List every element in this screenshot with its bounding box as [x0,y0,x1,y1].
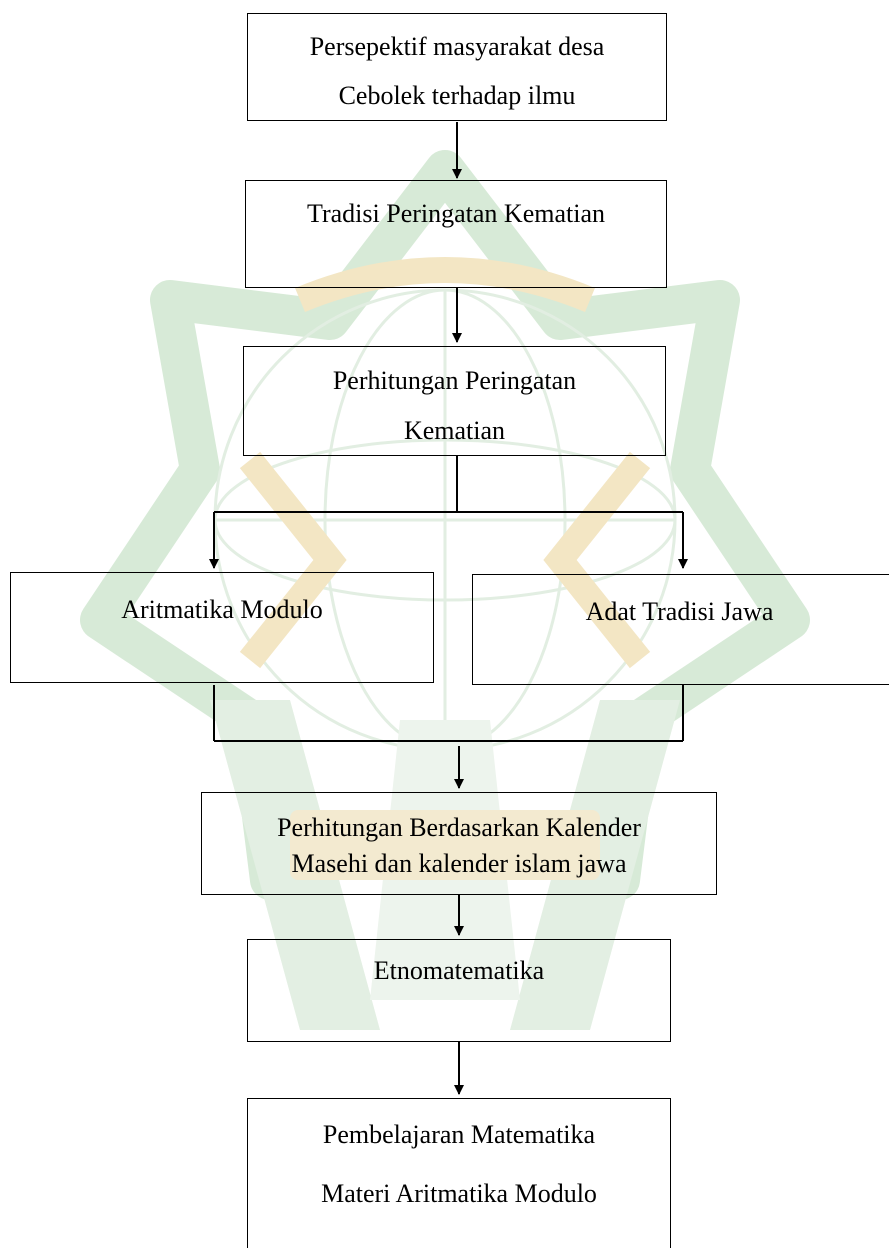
node-perspektif: Persepektif masyarakat desa Cebolek terh… [247,13,667,121]
node-tradisi: Tradisi Peringatan Kematian [245,180,667,288]
node-perhitungan-line-1: Perhitungan Peringatan [332,366,577,395]
node-aritmatika: Aritmatika Modulo [10,572,434,683]
node-tradisi-line-1: Tradisi Peringatan Kematian [307,199,605,228]
node-kalender: Perhitungan Berdasarkan Kalender Masehi … [201,792,717,895]
node-perhitungan: Perhitungan Peringatan Kematian [243,346,666,456]
node-kalender-line-1: Perhitungan Berdasarkan Kalender [277,813,641,842]
node-perspektif-line-2: Cebolek terhadap ilmu [338,81,576,110]
node-perspektif-line-1: Persepektif masyarakat desa [309,32,605,61]
node-adat: Adat Tradisi Jawa [472,574,889,685]
node-kalender-line-2: Masehi dan kalender islam jawa [291,849,627,878]
node-pembelajaran-line-2: Materi Aritmatika Modulo [321,1179,597,1208]
node-pembelajaran: Pembelajaran Matematika Materi Aritmatik… [247,1098,671,1248]
node-etno: Etnomatematika [247,939,671,1042]
node-pembelajaran-line-1: Pembelajaran Matematika [322,1120,596,1149]
node-aritmatika-line-1: Aritmatika Modulo [121,595,323,624]
node-perhitungan-line-2: Kematian [403,416,506,445]
node-etno-line-1: Etnomatematika [373,956,545,985]
node-adat-line-1: Adat Tradisi Jawa [585,597,774,626]
